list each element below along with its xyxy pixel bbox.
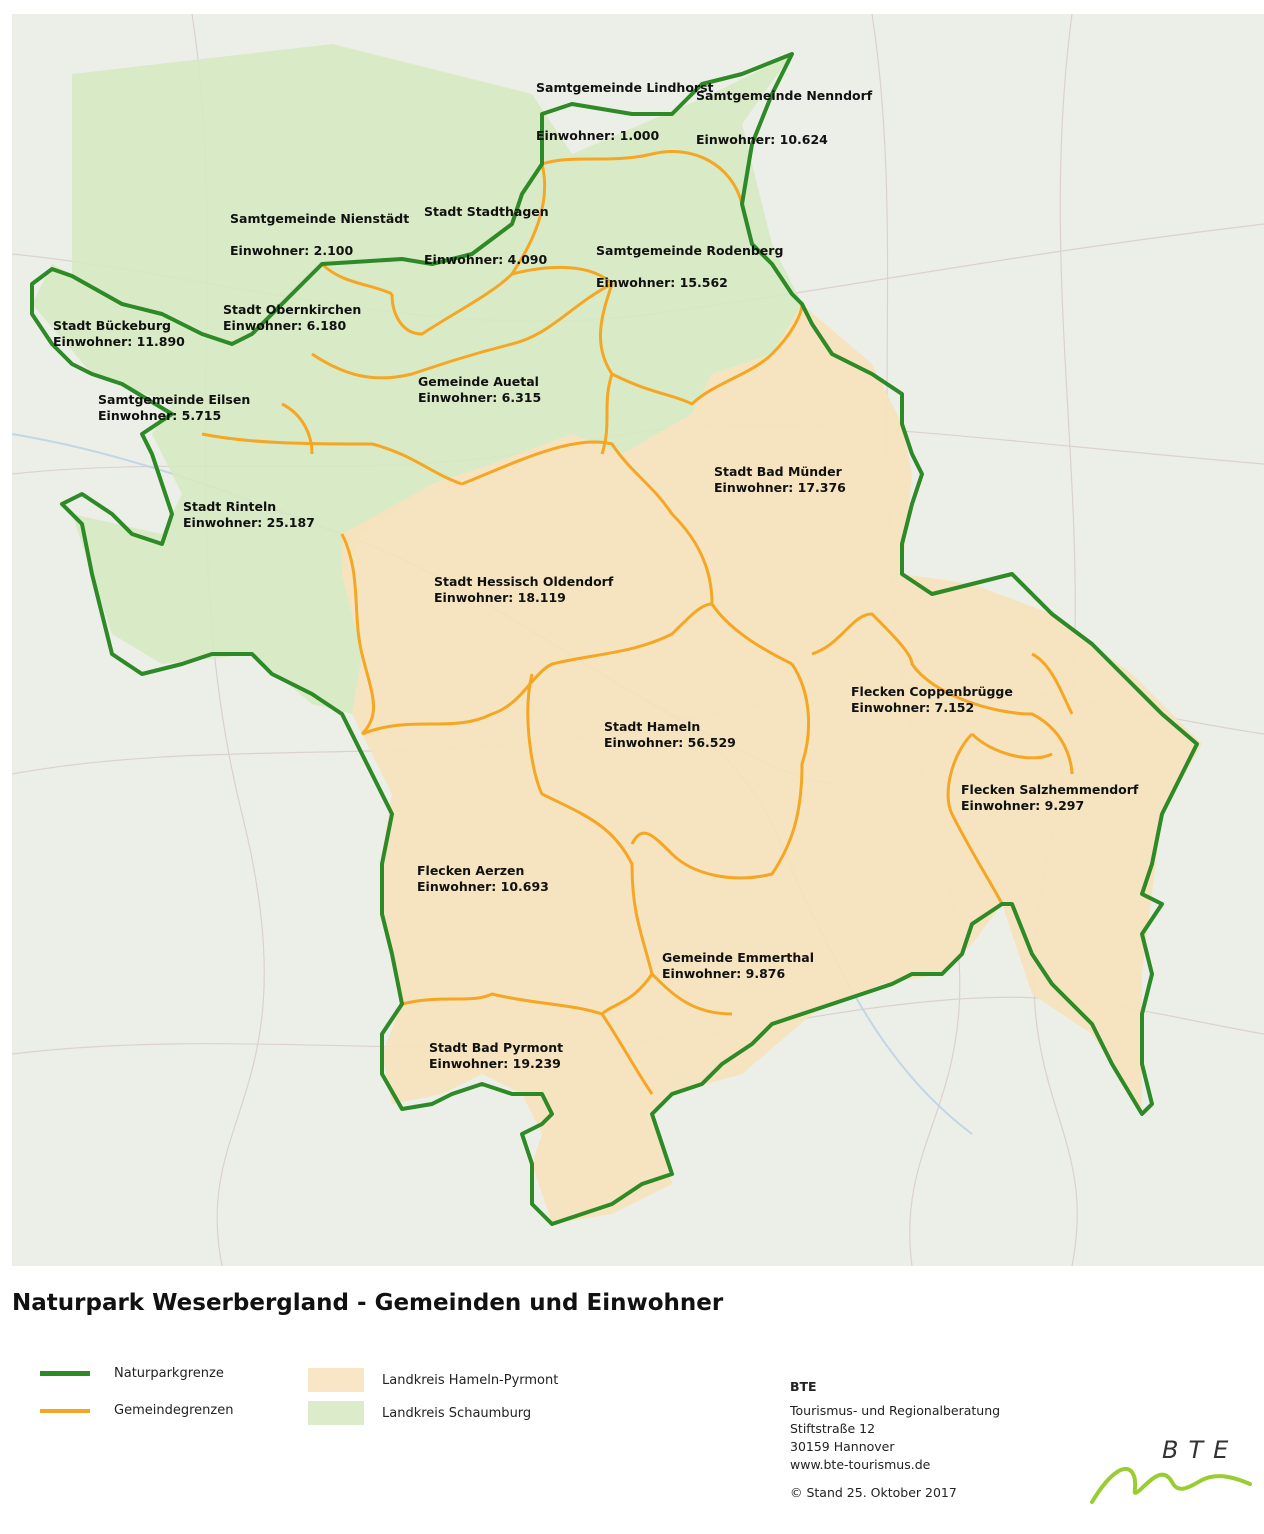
place-name: Samtgemeinde Lindhorst <box>536 80 714 95</box>
place-label-rinteln: Stadt Rinteln Einwohner: 25.187 <box>183 499 315 530</box>
place-label-bueckeburg: Stadt Bückeburg Einwohner: 11.890 <box>53 318 185 349</box>
legend-swatch-green-area <box>308 1401 364 1425</box>
place-label-obernkirchen: Stadt Obernkirchen Einwohner: 6.180 <box>223 302 361 333</box>
place-label-hessisch-oldendorf: Stadt Hessisch Oldendorf Einwohner: 18.1… <box>434 574 614 605</box>
legend-label: Landkreis Schaumburg <box>382 1405 532 1421</box>
naturpark-boundary <box>30 52 1199 1226</box>
map-canvas: Samtgemeinde Lindhorst Einwohner: 1.000 … <box>12 14 1264 1266</box>
legend-naturparkgrenze: Naturparkgrenze <box>40 1366 224 1381</box>
bte-logo: BTE <box>1080 1432 1255 1512</box>
legend-label: Naturparkgrenze <box>114 1366 224 1381</box>
place-label-stadthagen: Stadt Stadthagen Einwohner: 4.090 <box>424 204 549 267</box>
place-pop: Einwohner: 7.152 <box>851 700 974 715</box>
place-label-bad-muender: Stadt Bad Münder Einwohner: 17.376 <box>714 464 846 495</box>
imprint-org: BTE <box>790 1379 817 1394</box>
place-name: Samtgemeinde Rodenberg <box>596 243 783 258</box>
place-label-coppenbruegge: Flecken Coppenbrügge Einwohner: 7.152 <box>851 684 1013 715</box>
place-name: Gemeinde Emmerthal <box>662 950 814 965</box>
place-pop: Einwohner: 1.000 <box>536 128 659 143</box>
place-label-nienstaedt: Samtgemeinde Nienstädt Einwohner: 2.100 <box>230 211 409 258</box>
legend-gemeindegrenzen: Gemeindegrenzen <box>40 1403 233 1418</box>
place-pop: Einwohner: 18.119 <box>434 590 566 605</box>
place-name: Samtgemeinde Eilsen <box>98 392 250 407</box>
place-pop: Einwohner: 6.315 <box>418 390 541 405</box>
place-pop: Einwohner: 17.376 <box>714 480 846 495</box>
imprint-stand: © Stand 25. Oktober 2017 <box>790 1485 957 1500</box>
place-label-salzhemmendorf: Flecken Salzhemmendorf Einwohner: 9.297 <box>961 782 1139 813</box>
gemeinde-boundaries <box>201 149 1074 1095</box>
place-pop: Einwohner: 5.715 <box>98 408 221 423</box>
place-name: Samtgemeinde Nienstädt <box>230 211 409 226</box>
place-label-eilsen: Samtgemeinde Eilsen Einwohner: 5.715 <box>98 392 250 423</box>
legend-schaumburg: Landkreis Schaumburg <box>308 1401 531 1425</box>
place-pop: Einwohner: 2.100 <box>230 243 353 258</box>
place-pop: Einwohner: 10.624 <box>696 132 828 147</box>
place-pop: Einwohner: 25.187 <box>183 515 315 530</box>
hameln-pyrmont-area <box>342 304 1202 1224</box>
logo-text: BTE <box>1162 1436 1238 1464</box>
place-name: Stadt Bad Pyrmont <box>429 1040 563 1055</box>
place-name: Stadt Bückeburg <box>53 318 171 333</box>
place-pop: Einwohner: 10.693 <box>417 879 549 894</box>
place-label-lindhorst: Samtgemeinde Lindhorst Einwohner: 1.000 <box>536 80 714 143</box>
place-pop: Einwohner: 6.180 <box>223 318 346 333</box>
place-pop: Einwohner: 9.297 <box>961 798 1084 813</box>
place-label-bad-pyrmont: Stadt Bad Pyrmont Einwohner: 19.239 <box>429 1040 563 1071</box>
bte-logo-graphic: BTE <box>1090 1436 1252 1504</box>
place-name: Stadt Hessisch Oldendorf <box>434 574 614 589</box>
place-name: Stadt Rinteln <box>183 499 276 514</box>
map-title: Naturpark Weserbergland - Gemeinden und … <box>12 1290 724 1316</box>
place-name: Stadt Hameln <box>604 719 700 734</box>
place-label-aerzen: Flecken Aerzen Einwohner: 10.693 <box>417 863 549 894</box>
place-pop: Einwohner: 56.529 <box>604 735 736 750</box>
legend-label: Landkreis Hameln-Pyrmont <box>382 1372 559 1388</box>
place-label-emmerthal: Gemeinde Emmerthal Einwohner: 9.876 <box>662 950 814 981</box>
place-label-rodenberg: Samtgemeinde Rodenberg Einwohner: 15.562 <box>596 243 783 290</box>
place-name: Stadt Obernkirchen <box>223 302 361 317</box>
legend-label: Gemeindegrenzen <box>114 1403 234 1418</box>
legend-hameln-pyrmont: Landkreis Hameln-Pyrmont <box>308 1368 558 1392</box>
schaumburg-area <box>32 44 802 714</box>
imprint: BTE Tourismus- und Regionalberatung Stif… <box>790 1378 1000 1502</box>
place-labels: Samtgemeinde Lindhorst Einwohner: 1.000 … <box>53 80 1139 1071</box>
imprint-line: Stiftstraße 12 <box>790 1421 876 1436</box>
place-name: Gemeinde Auetal <box>418 374 539 389</box>
place-name: Flecken Aerzen <box>417 863 524 878</box>
imprint-line: 30159 Hannover <box>790 1439 895 1454</box>
place-name: Stadt Bad Münder <box>714 464 843 479</box>
place-name: Flecken Coppenbrügge <box>851 684 1013 699</box>
place-label-nenndorf: Samtgemeinde Nenndorf Einwohner: 10.624 <box>696 88 873 147</box>
legend-swatch-green-line <box>40 1371 90 1376</box>
logo-swoosh <box>1090 1466 1252 1504</box>
place-label-auetal: Gemeinde Auetal Einwohner: 6.315 <box>418 374 541 405</box>
map-area[interactable]: Samtgemeinde Lindhorst Einwohner: 1.000 … <box>12 14 1264 1266</box>
legend-swatch-orange-line <box>40 1408 90 1413</box>
place-name: Stadt Stadthagen <box>424 204 549 219</box>
place-label-hameln: Stadt Hameln Einwohner: 56.529 <box>604 719 736 750</box>
place-name: Flecken Salzhemmendorf <box>961 782 1139 797</box>
place-pop: Einwohner: 9.876 <box>662 966 785 981</box>
legend-swatch-orange-area <box>308 1368 364 1392</box>
place-pop: Einwohner: 4.090 <box>424 252 547 267</box>
place-pop: Einwohner: 19.239 <box>429 1056 561 1071</box>
place-name: Samtgemeinde Nenndorf <box>696 88 873 103</box>
imprint-website-link[interactable]: www.bte-tourismus.de <box>790 1457 931 1472</box>
place-pop: Einwohner: 15.562 <box>596 275 728 290</box>
place-pop: Einwohner: 11.890 <box>53 334 185 349</box>
imprint-line: Tourismus- und Regionalberatung <box>790 1403 1001 1418</box>
